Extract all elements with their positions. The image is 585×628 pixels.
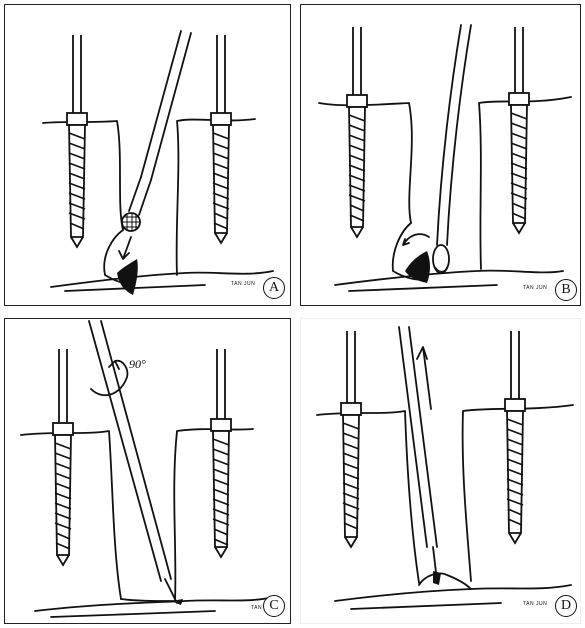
left-screw	[341, 331, 361, 547]
floor-line	[35, 597, 273, 611]
panel-b-drawing	[301, 5, 582, 307]
left-screw	[53, 349, 73, 565]
panel-a-drawing	[5, 5, 292, 307]
panel-a: TAN JUN A	[4, 4, 291, 306]
panel-c-drawing	[5, 319, 292, 625]
panel-d: TAN JUN D	[300, 318, 581, 624]
panel-label-b: B	[555, 279, 577, 301]
right-screw	[211, 35, 231, 243]
dark-wedge	[117, 259, 138, 295]
left-bone-outline	[317, 411, 419, 583]
left-screw	[67, 35, 87, 247]
panel-label-c: C	[263, 595, 285, 617]
panel-c: 90° TAN C	[4, 318, 291, 624]
rotation-arrow	[91, 361, 127, 396]
rotation-label: 90°	[129, 357, 146, 372]
right-screw	[505, 331, 525, 543]
artist-signature: TAN JUN	[523, 601, 547, 607]
artist-signature: TAN	[251, 605, 262, 611]
direction-arrow	[403, 234, 429, 245]
panel-label-a: A	[263, 277, 285, 299]
floor-line	[335, 271, 563, 285]
right-screw	[509, 27, 529, 233]
panel-b: TAN JUN B	[300, 4, 581, 306]
instrument-shaft	[399, 327, 437, 547]
right-screw	[211, 349, 231, 557]
fill-dome	[419, 573, 471, 589]
instrument-shaft	[141, 31, 191, 180]
floor-line	[335, 585, 571, 601]
panel-d-drawing	[301, 319, 582, 625]
panel-label-d: D	[555, 595, 577, 617]
left-screw	[347, 27, 367, 237]
instrument-shaft	[437, 25, 471, 245]
direction-arrow	[119, 237, 131, 259]
artist-signature: TAN JUN	[231, 281, 255, 287]
artist-signature: TAN JUN	[523, 285, 547, 291]
